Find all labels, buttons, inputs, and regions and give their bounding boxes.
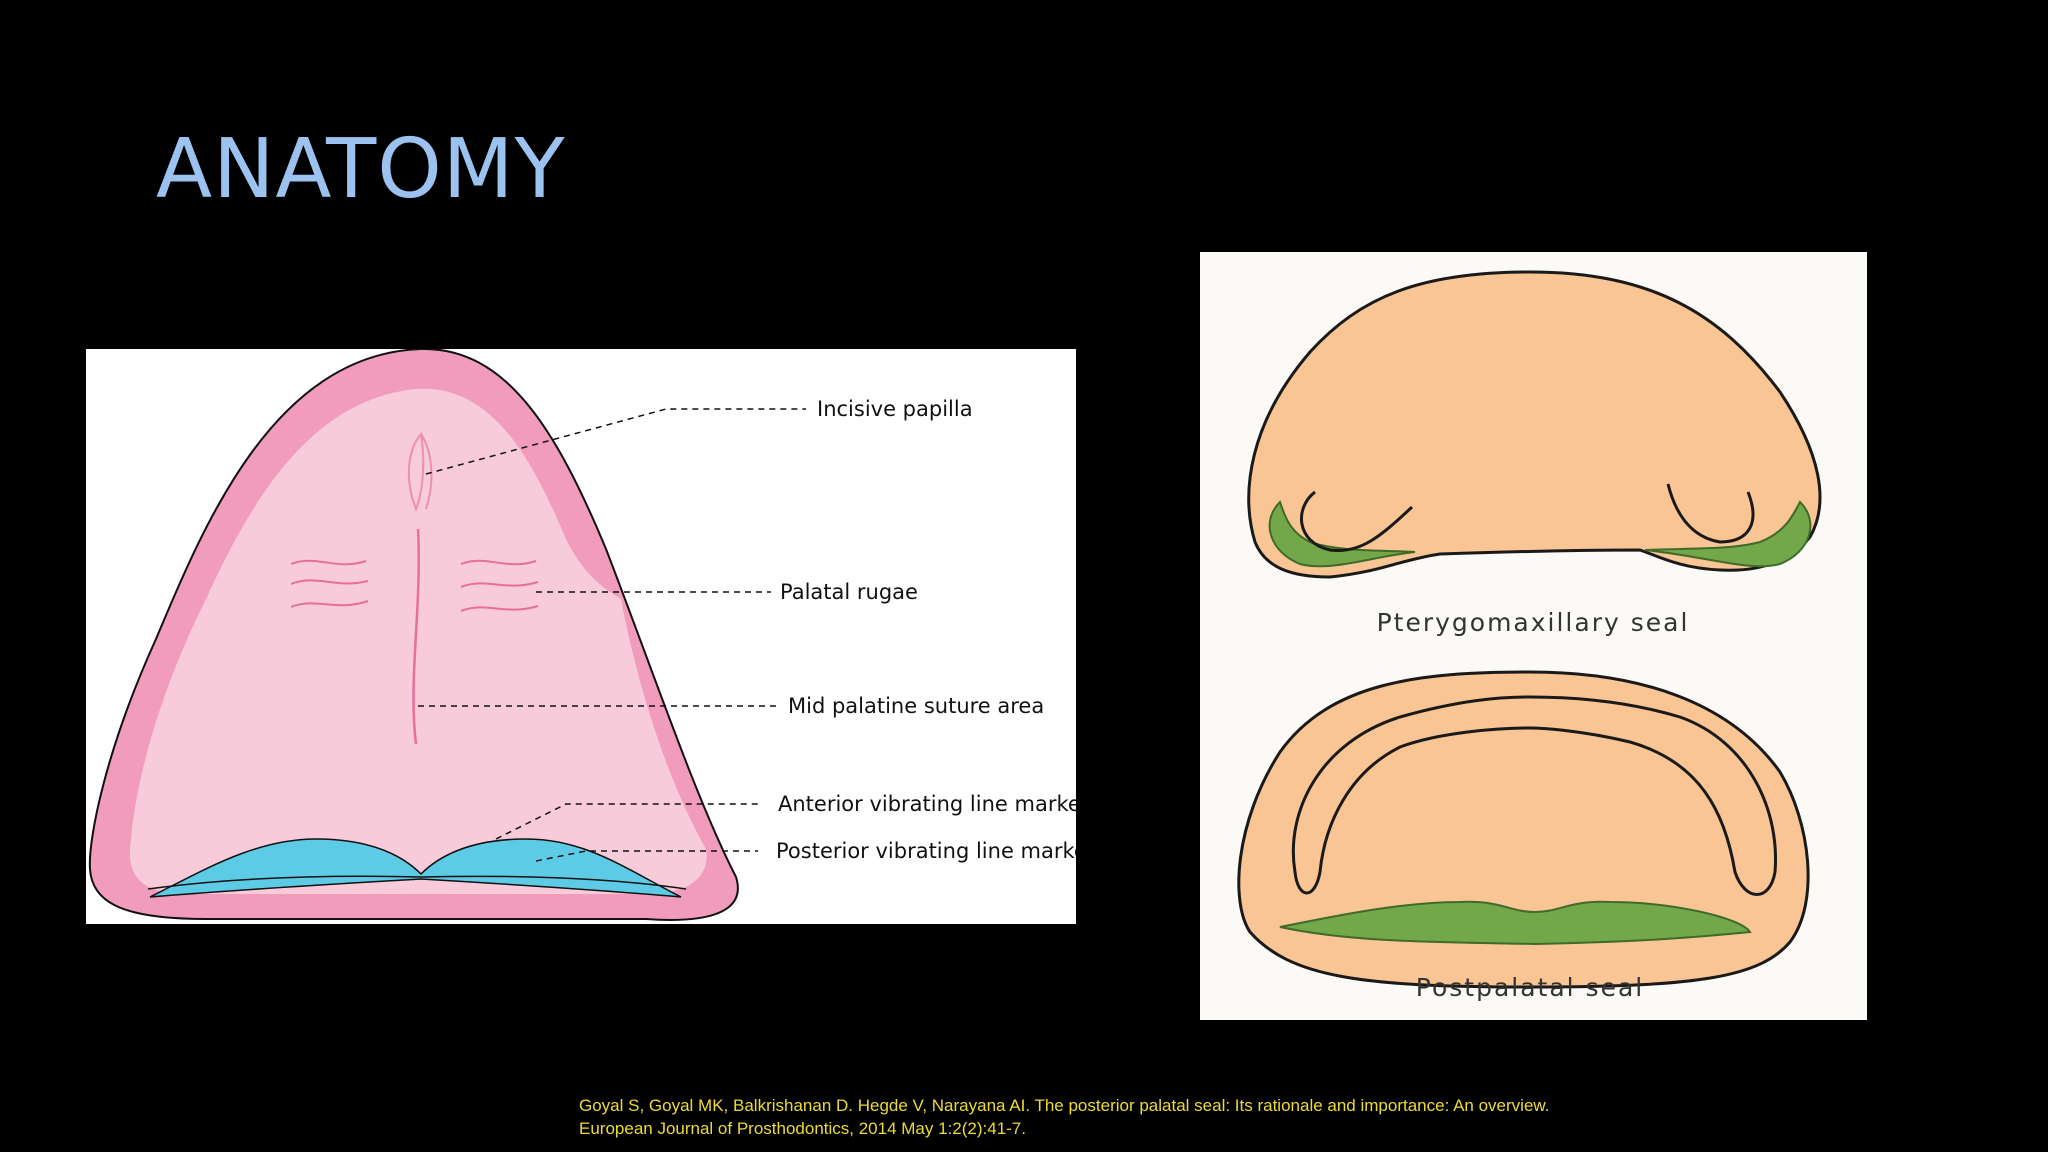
label-pterygomaxillary-seal: Pterygomaxillary seal — [1377, 608, 1690, 637]
pterygomaxillary-seal-left — [1268, 500, 1416, 568]
palate-anatomy-figure: Incisive papilla Palatal rugae Mid palat… — [86, 349, 1076, 924]
posterior-vibrating-line — [147, 875, 687, 890]
label-palatal-rugae: Palatal rugae — [780, 580, 918, 604]
label-incisive-papilla: Incisive papilla — [817, 397, 973, 421]
mid-palatine-suture — [412, 528, 420, 745]
label-mid-palatine-suture: Mid palatine suture area — [788, 694, 1044, 718]
palate-anatomy-drawing: Incisive papilla Palatal rugae Mid palat… — [88, 349, 1076, 921]
citation: Goyal S, Goyal MK, Balkrishanan D. Hegde… — [579, 1094, 1549, 1140]
postpalatal-seal — [1279, 900, 1752, 946]
palatal-seal-figure: Pterygomaxillary seal Postpalatal seal — [1200, 252, 1867, 1020]
citation-line-2: European Journal of Prosthodontics, 2014… — [579, 1119, 1026, 1138]
rugae-left — [290, 559, 369, 608]
alveolar-ridge-outline — [1291, 695, 1778, 896]
label-posterior-vibrating-line: Posterior vibrating line marked — [776, 839, 1076, 863]
citation-line-1: Goyal S, Goyal MK, Balkrishanan D. Hegde… — [579, 1096, 1550, 1115]
palatal-seal-drawing: Pterygomaxillary seal Postpalatal seal — [1237, 270, 1822, 1002]
label-anterior-vibrating-line: Anterior vibrating line marked — [778, 792, 1076, 816]
pterygomaxillary-palate-shape — [1247, 270, 1822, 579]
pterygomaxillary-seal-right — [1644, 500, 1812, 568]
leader-lines — [418, 408, 806, 862]
posterior-palatal-seal-area — [149, 838, 682, 898]
palate-inner-shape — [129, 388, 707, 894]
tuberosity-right — [1666, 483, 1755, 544]
incisive-papilla-shape — [407, 431, 433, 512]
label-postpalatal-seal: Postpalatal seal — [1416, 973, 1644, 1002]
rugae-right — [460, 559, 539, 612]
slide-title: ANATOMY — [156, 122, 566, 217]
tuberosity-left — [1300, 490, 1414, 553]
